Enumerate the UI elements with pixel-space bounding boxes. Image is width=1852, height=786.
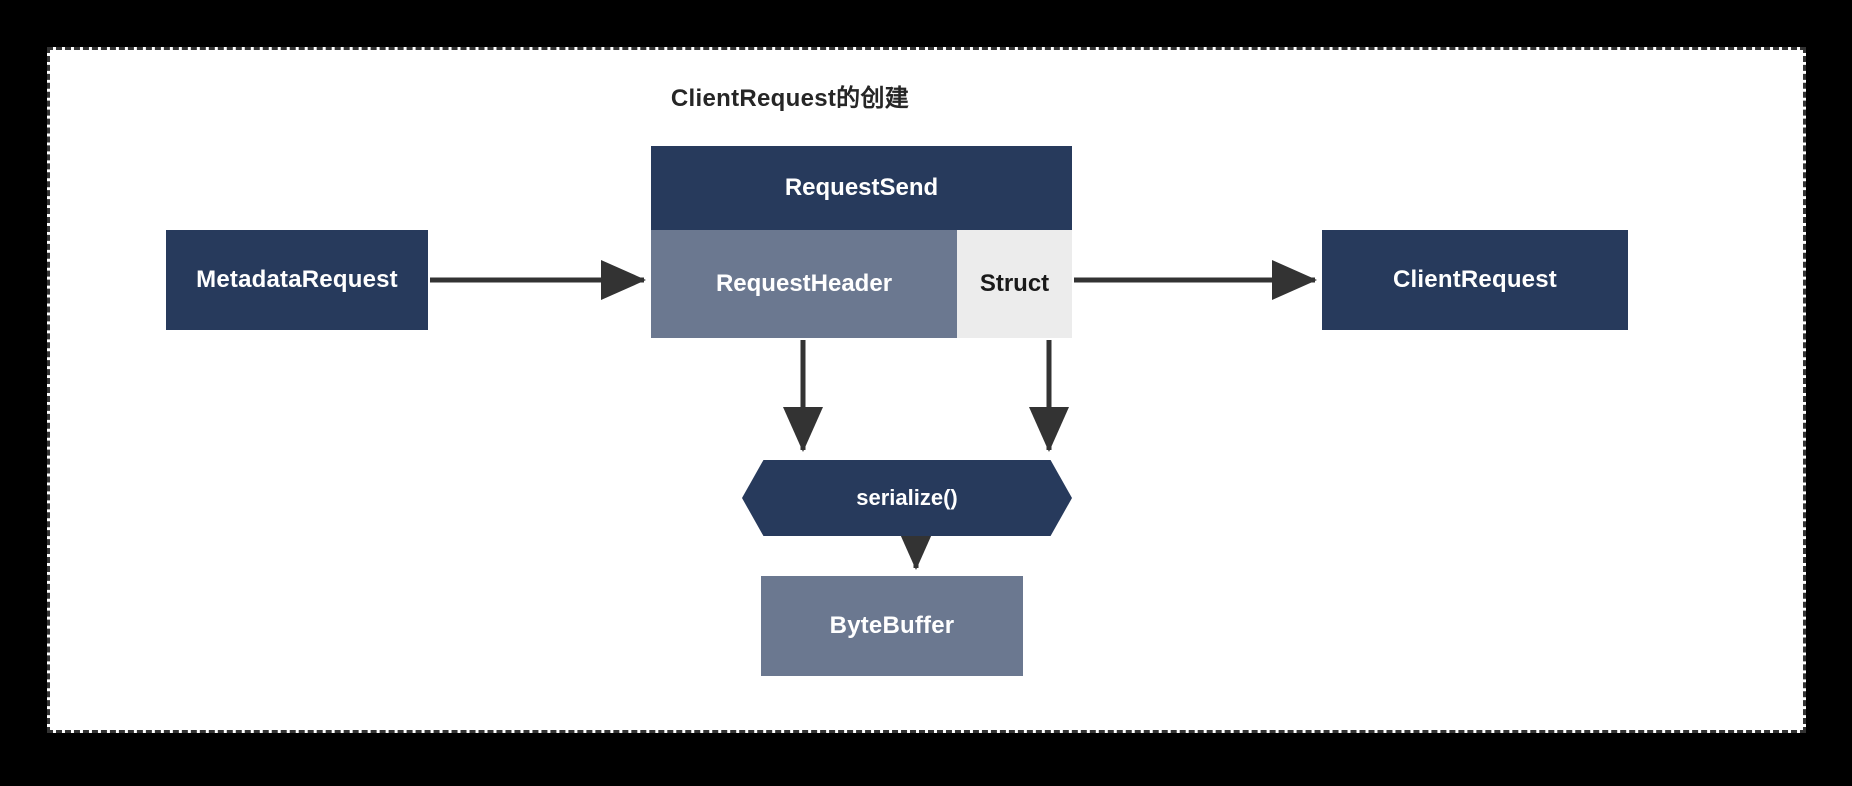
- node-struct[interactable]: Struct: [957, 230, 1072, 338]
- diagram-body: ClientRequest的创建 MetadataRequest: [50, 50, 1803, 730]
- diagram-canvas: ClientRequest的创建 MetadataRequest: [47, 47, 1806, 733]
- node-request-send-header[interactable]: RequestSend: [651, 146, 1072, 230]
- node-metadata-request[interactable]: MetadataRequest: [166, 230, 428, 330]
- node-request-send[interactable]: RequestSend RequestHeader Struct: [651, 146, 1072, 338]
- node-client-request[interactable]: ClientRequest: [1322, 230, 1628, 330]
- node-byte-buffer[interactable]: ByteBuffer: [761, 576, 1023, 676]
- node-request-header[interactable]: RequestHeader: [651, 230, 957, 338]
- diagram-title: ClientRequest的创建: [670, 85, 910, 112]
- node-serialize[interactable]: serialize(): [742, 460, 1072, 536]
